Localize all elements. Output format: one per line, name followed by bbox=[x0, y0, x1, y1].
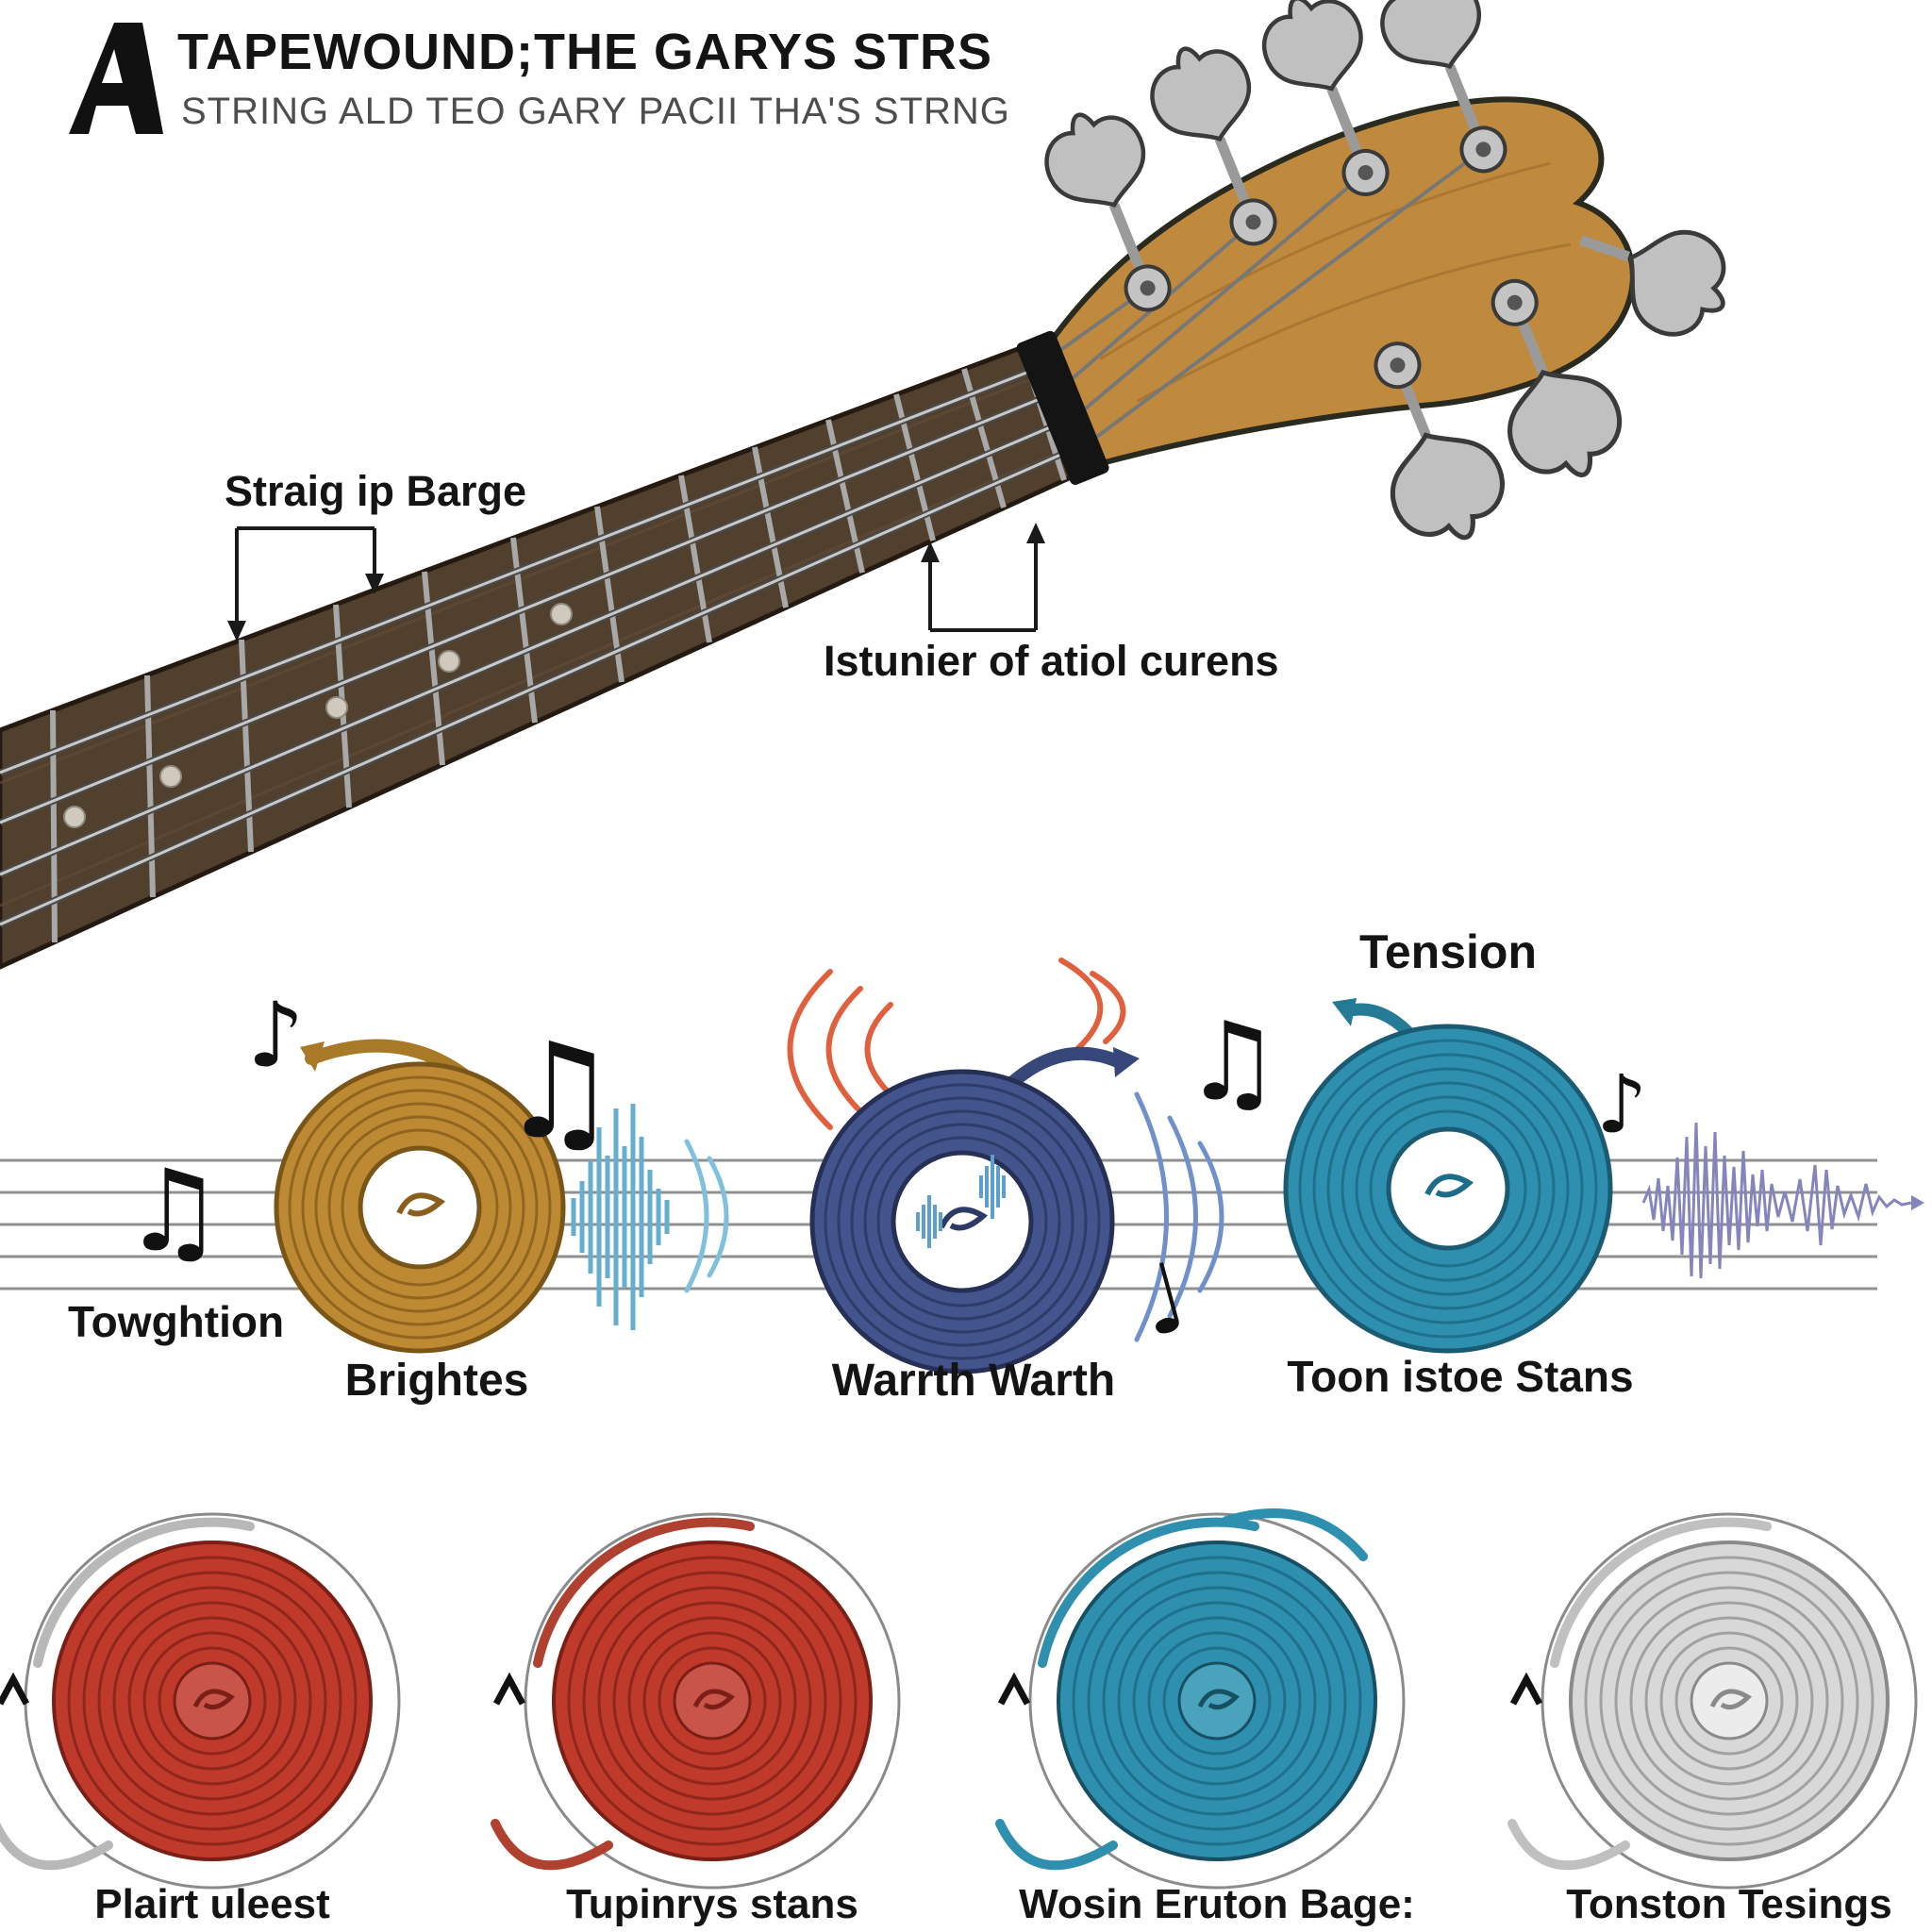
music-note-icon: ♫ bbox=[500, 1015, 619, 1169]
vibration-arcs-blue bbox=[1134, 1091, 1224, 1342]
music-note-icon: ♪ bbox=[1596, 1058, 1647, 1152]
string-sample-2 bbox=[491, 1512, 901, 1890]
pointer-arrow-icon bbox=[1509, 1672, 1543, 1706]
vibration-arcs-orange bbox=[787, 958, 1126, 1130]
tuner-key-icon bbox=[1032, 97, 1159, 224]
mini-wave-icons bbox=[916, 1155, 1006, 1248]
tuner-key-icon bbox=[1250, 0, 1377, 107]
sound-bars-blue bbox=[571, 1104, 670, 1330]
headstock-body bbox=[1044, 96, 1636, 469]
pointer-arrow-icon bbox=[997, 1672, 1031, 1706]
pointer-arrow-icon bbox=[492, 1672, 526, 1706]
music-notes: ♫ ♪ ♫ ♫ ♪ ♩ bbox=[123, 984, 1647, 1359]
sample-label-2: Tupinrys stans bbox=[566, 1881, 858, 1927]
coil-navy-caption: Warrth Warth bbox=[831, 1356, 1116, 1406]
sample-label-1: Plairt uleest bbox=[94, 1881, 330, 1927]
neck-strings bbox=[0, 358, 1086, 928]
coil-gold bbox=[274, 1039, 566, 1354]
coil-teal-title: Tension bbox=[1359, 925, 1537, 978]
string-sample-3 bbox=[995, 1508, 1406, 1890]
coil-teal bbox=[1283, 998, 1613, 1354]
brand-logo-icon bbox=[69, 23, 163, 134]
bracket-right bbox=[928, 540, 1038, 632]
page-title: TAPEWOUND;THE GARYS STRS bbox=[177, 24, 993, 80]
bracket-right-arrowheads bbox=[921, 523, 1045, 562]
page-subtitle: STRING ALD TEO GARY PACII THA'S STRNG bbox=[181, 91, 1010, 132]
bass-headstock bbox=[962, 0, 1804, 656]
fretboard-grain bbox=[0, 368, 1081, 908]
coil-teal-caption: Toon istoe Stans bbox=[1287, 1352, 1634, 1401]
tuner-posts bbox=[1124, 125, 1539, 390]
tuner-key-icon bbox=[1374, 414, 1519, 558]
coil-gold-caption: Brightes bbox=[344, 1356, 529, 1406]
tuner-key-icon bbox=[1368, 0, 1495, 85]
string-nut bbox=[1016, 330, 1109, 485]
neck-annotation-right: Istunier of atiol curens bbox=[824, 637, 1279, 685]
string-sample-1 bbox=[0, 1512, 401, 1890]
sample-label-3: Wosin Eruton Bage: bbox=[1019, 1881, 1415, 1927]
inlay-dots bbox=[63, 603, 573, 828]
music-note-icon: ♪ bbox=[247, 984, 305, 1088]
headstock-grain bbox=[1099, 161, 1572, 403]
music-note-icon: ♫ bbox=[1184, 999, 1281, 1125]
string-sample-4 bbox=[1507, 1512, 1918, 1890]
output-waveform bbox=[1641, 1122, 1924, 1279]
waveform-arrowhead-icon bbox=[1911, 1195, 1924, 1210]
bracket-left bbox=[235, 526, 376, 625]
bass-neck bbox=[0, 330, 1109, 970]
bracket-left-arrowheads bbox=[227, 574, 384, 641]
tuner-key-icon bbox=[1138, 31, 1265, 158]
coil-navy bbox=[809, 1046, 1140, 1374]
pointer-arrow-icon bbox=[0, 1672, 30, 1706]
tone-side-label: Towghtion bbox=[68, 1297, 285, 1346]
sound-arcs-lightblue bbox=[684, 1139, 729, 1293]
neck-annotation-left: Straig ip Barge bbox=[225, 467, 527, 515]
music-note-icon: ♫ bbox=[123, 1146, 225, 1277]
sample-label-4: Tonston Tesings bbox=[1566, 1881, 1892, 1927]
